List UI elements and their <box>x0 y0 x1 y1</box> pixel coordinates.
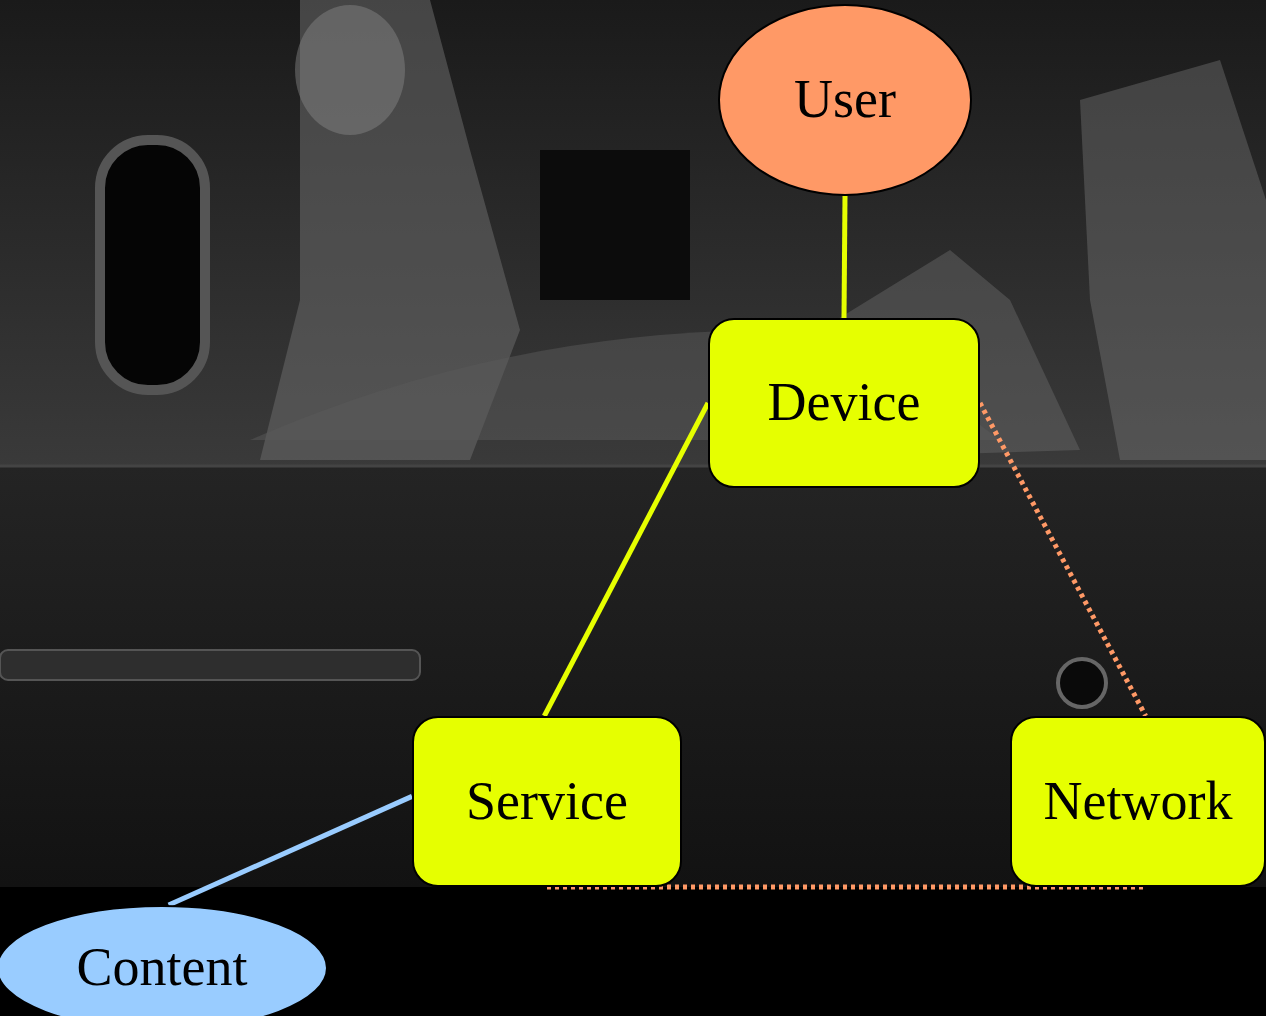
solid-link <box>844 196 845 318</box>
service-box: Service <box>412 716 682 887</box>
user-ellipse: User <box>718 4 972 196</box>
solid-link <box>544 403 708 716</box>
device-box: Device <box>708 318 980 488</box>
node-label: Network <box>1044 772 1233 831</box>
node-label: Device <box>768 373 921 432</box>
node-label: Service <box>466 772 628 831</box>
node-label: User <box>794 70 896 129</box>
content-link <box>169 796 412 905</box>
node-label: Content <box>77 938 248 997</box>
network-box: Network <box>1010 716 1266 887</box>
content-ellipse: Content <box>0 905 328 1016</box>
dotted-link <box>980 403 1146 716</box>
